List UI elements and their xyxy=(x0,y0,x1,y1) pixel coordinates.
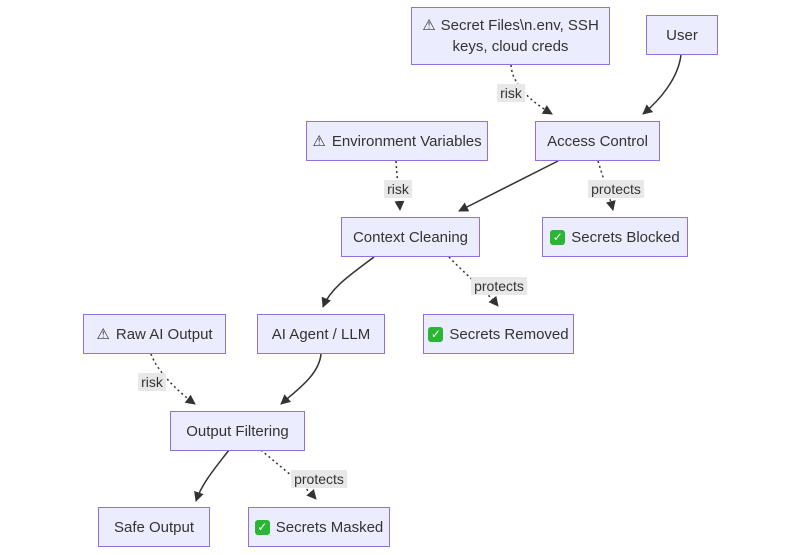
node-secrets-masked: ✓ Secrets Masked xyxy=(248,507,390,547)
edge-user-to-access-control xyxy=(642,54,682,115)
warning-icon: ⚠ xyxy=(96,326,110,343)
node-secrets-removed: ✓ Secrets Removed xyxy=(423,314,574,354)
node-label: Context Cleaning xyxy=(352,228,469,246)
node-user: User xyxy=(646,15,718,55)
edge-output-filtering-to-secrets-masked xyxy=(260,449,317,500)
node-label: Secrets Removed xyxy=(449,325,569,343)
edge-access-control-to-context-cleaning xyxy=(458,160,559,212)
node-access-control: Access Control xyxy=(535,121,660,161)
edge-label-risk: risk xyxy=(138,373,166,391)
node-secrets-blocked: ✓ Secrets Blocked xyxy=(542,217,688,257)
node-label: Raw AI Output xyxy=(115,325,213,343)
edge-output-filtering-to-safe-output xyxy=(194,449,230,502)
edge-context-cleaning-to-ai-agent xyxy=(321,256,375,308)
node-ai-agent-llm: AI Agent / LLM xyxy=(257,314,385,354)
node-label: Output Filtering xyxy=(186,422,289,440)
node-context-cleaning: Context Cleaning xyxy=(341,217,480,257)
check-icon: ✓ xyxy=(254,519,270,535)
node-secret-files: ⚠ Secret Files\n.env, SSH keys, cloud cr… xyxy=(411,7,610,65)
node-raw-ai-output: ⚠ Raw AI Output xyxy=(83,314,226,354)
node-environment-variables: ⚠ Environment Variables xyxy=(306,121,488,161)
edge-env-variables-to-context-cleaning xyxy=(394,160,405,211)
edge-label-risk: risk xyxy=(497,84,525,102)
warning-icon: ⚠ xyxy=(312,133,326,150)
node-label: Access Control xyxy=(547,132,648,150)
check-icon: ✓ xyxy=(550,229,566,245)
edge-label-protects: protects xyxy=(471,277,527,295)
node-label: Safe Output xyxy=(113,518,195,536)
node-label: Environment Variables xyxy=(331,132,482,150)
node-label: keys, cloud creds xyxy=(453,36,569,57)
warning-icon: ⚠ xyxy=(422,17,436,34)
node-text-line2: keys, cloud creds xyxy=(452,38,569,55)
node-label: ⚠ Secret Files\n.env, SSH xyxy=(422,15,599,36)
edge-label-protects: protects xyxy=(588,180,644,198)
node-label: AI Agent / LLM xyxy=(271,325,371,343)
edge-ai-agent-to-output-filtering xyxy=(280,353,322,405)
edge-label-risk: risk xyxy=(384,180,412,198)
edge-label-protects: protects xyxy=(291,470,347,488)
node-output-filtering: Output Filtering xyxy=(170,411,305,451)
node-safe-output: Safe Output xyxy=(98,507,210,547)
check-icon: ✓ xyxy=(428,326,444,342)
node-label: Secrets Masked xyxy=(275,518,384,536)
node-label: Secrets Blocked xyxy=(571,228,680,246)
edge-raw-ai-output-to-output-filtering xyxy=(150,353,196,405)
node-text-line1: Secret Files\n.env, SSH xyxy=(440,17,599,34)
node-label: User xyxy=(666,26,698,44)
